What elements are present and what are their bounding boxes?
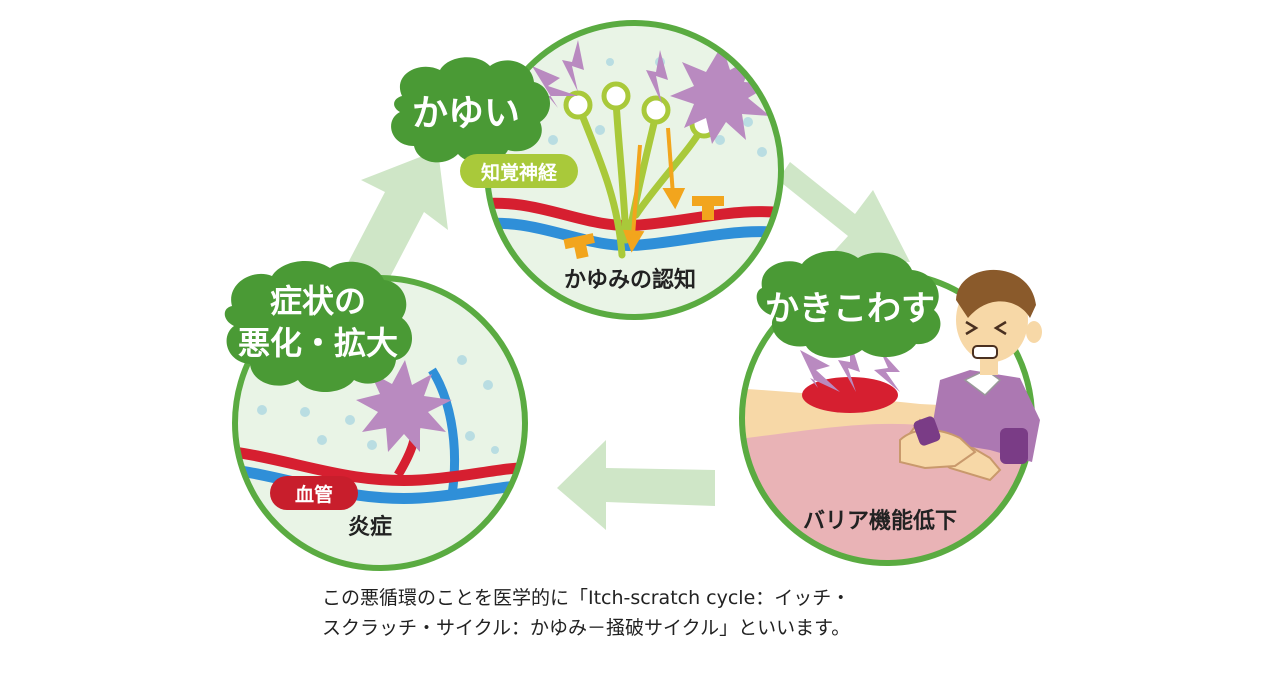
scratch-spark-icon — [838, 340, 860, 392]
scratch-spark-icon — [800, 350, 840, 392]
cycle-explanation-line2: スクラッチ・サイクル：かゆみ－掻破サイクル」といいます。 — [322, 617, 851, 639]
blood-vessel-blue — [487, 217, 781, 251]
bubble-itch: かゆい — [391, 57, 551, 164]
cycle-arrow-left-to-top — [338, 150, 448, 300]
itch-stage-caption: かゆみの認知 — [564, 267, 696, 293]
scratch-spark-icon — [874, 350, 900, 392]
scratching-boy-illustration — [899, 269, 1042, 470]
blood-vessel-red — [235, 446, 525, 486]
itch-spark-icon — [562, 40, 584, 92]
nerve-tag-label: 知覚神経 — [481, 161, 558, 184]
arrow-icon — [338, 150, 448, 300]
itch-spark-icon — [532, 66, 578, 108]
worsen-stage-caption: 炎症 — [348, 514, 392, 540]
mediator-icon — [563, 233, 595, 259]
bubble-worsen: 症状の 悪化・拡大 — [224, 261, 413, 392]
bubble-scratch-text: かきこわす — [765, 289, 935, 329]
bubble-scratch: かきこわす — [756, 250, 941, 358]
arrow-icon — [557, 440, 715, 530]
arrow-icon — [778, 162, 910, 262]
bubble-worsen-line1: 症状の — [270, 282, 366, 320]
nerve-tag: 知覚神経 — [460, 154, 578, 188]
itch-spark-icon — [356, 360, 452, 452]
cycle-arrow-right-to-left — [557, 440, 715, 530]
itch-spark-icon — [646, 50, 668, 104]
vessel-tag-label: 血管 — [295, 483, 333, 506]
cycle-explanation: この悪循環のことを医学的に「Itch-scratch cycle：イッチ・ スク… — [322, 583, 962, 643]
scratch-stage-caption: バリア機能低下 — [803, 508, 957, 534]
scratch-wound — [802, 377, 898, 413]
cycle-explanation-line1: この悪循環のことを医学的に「Itch-scratch cycle：イッチ・ — [322, 587, 851, 609]
cycle-arrow-top-to-right — [778, 162, 910, 262]
mediator-icon — [692, 196, 724, 220]
bubble-worsen-line2: 悪化・拡大 — [238, 324, 398, 362]
bubble-itch-text: かゆい — [412, 93, 520, 134]
blood-vessel-red — [487, 197, 781, 231]
vessel-tag: 血管 — [270, 476, 358, 510]
